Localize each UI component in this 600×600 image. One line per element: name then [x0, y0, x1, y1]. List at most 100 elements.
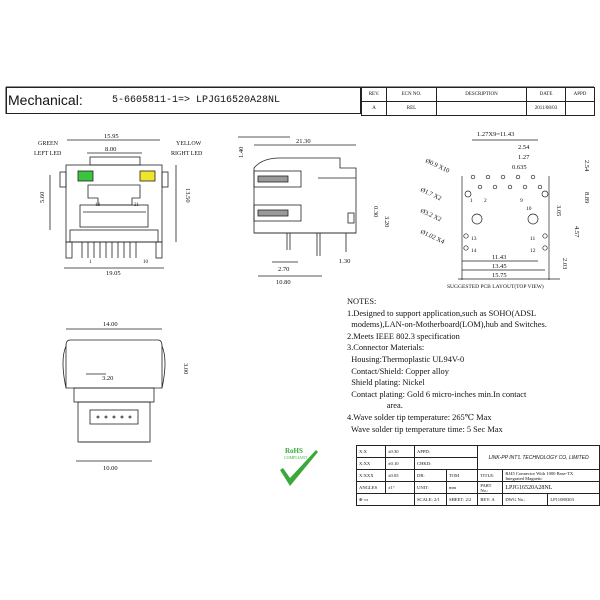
- pcb-dim-15-75: 15.75: [492, 272, 507, 279]
- dim-13-50: 13.50: [184, 188, 191, 203]
- tb-dwg-label: DWG No.:: [502, 493, 549, 506]
- front-view: GREEN LEFT LED YELLOW RIGHT LED 15.95 8.…: [34, 133, 203, 277]
- tb-tol-x-val: ±0.30: [385, 445, 415, 458]
- tb-tol-xxx-val: ±0.05: [385, 469, 415, 482]
- tb-dwg-no: LP11080303: [547, 493, 600, 506]
- label-left-led: LEFT LED: [34, 151, 62, 157]
- tb-tol-xx-val: ±0.10: [385, 457, 415, 470]
- led-green: [77, 170, 94, 182]
- notes-heading: NOTES:: [347, 297, 377, 306]
- tb-projection-symbol: ⊕ ▭: [356, 493, 415, 506]
- rohs-logo: RoHS COMPLIANT: [280, 447, 318, 486]
- pcb-pin-9: 9: [520, 198, 523, 204]
- bottom-view: 14.00 3.20 3.00 10.00: [62, 321, 189, 472]
- note-line: 3.Connector Materials:: [347, 343, 425, 353]
- dim-1-40: 1.40: [238, 147, 245, 158]
- pcb-dim-11-43: 11.43: [492, 254, 506, 261]
- tb-tol-xxx: X:XXX: [356, 469, 386, 482]
- tb-part-no: LPJG16520A28NL: [502, 481, 600, 494]
- pcb-pin-10: 10: [526, 206, 532, 212]
- dim-10-80: 10.80: [276, 279, 291, 286]
- tb-angles-val: ±1°: [385, 481, 415, 494]
- pcb-dim-3-05: 3.05: [555, 205, 562, 216]
- tb-unit: UNIT:: [414, 481, 447, 494]
- dim-1-30: 1.30: [339, 258, 350, 265]
- note-line: 2.Meets IEEE 802.3 specification: [347, 331, 460, 341]
- tb-scale-val: 2/1: [433, 497, 440, 502]
- hole-label-1-7: Ø1.7 X2: [419, 186, 442, 202]
- drawing-title: Mechanical:: [8, 92, 83, 108]
- dim-3-20-bottom: 3.20: [102, 375, 113, 382]
- dim-3-00: 3.00: [182, 363, 189, 374]
- tb-scale: SCALE: 2/1: [414, 493, 447, 506]
- tb-unit-val: mm: [445, 481, 479, 494]
- dim-3-20: 3.20: [383, 216, 390, 227]
- note-line: area.: [347, 401, 403, 411]
- tb-rev-label: REV:: [480, 497, 491, 502]
- pin-21: 21: [134, 203, 140, 208]
- side-view: 1.40 21.30 0.30 3.20 2.70 1.30 10.80: [238, 136, 390, 286]
- pcb-pin-12: 12: [530, 248, 536, 254]
- dim-5-60: 5.60: [39, 192, 46, 203]
- pcb-pin-1: 1: [470, 198, 473, 204]
- pcb-dim-1-27: 1.27: [518, 154, 530, 161]
- note-line: 4.Wave solder tip temperature: 265℃ Max: [347, 412, 492, 422]
- pcb-dim-2-03: 2.03: [561, 258, 568, 269]
- part-number: 5-6605811-1=> LPJG16520A28NL: [112, 95, 281, 106]
- tb-sheet-val: 2/2: [465, 497, 472, 502]
- pcb-layout: 1.27X9=11.43 2.54 1.27 0.635 2.54 8.89 3…: [419, 131, 590, 290]
- tb-part-no-label: PART No.:: [477, 481, 504, 494]
- note-line: Wave solder tip temperature time: 5 Sec …: [347, 424, 503, 434]
- dim-21-30: 21.30: [296, 138, 311, 145]
- dim-2-70: 2.70: [278, 266, 289, 273]
- tb-dr: DR:: [414, 469, 447, 482]
- tb-rev-val: A: [491, 497, 495, 502]
- rohs-label: RoHS: [285, 447, 303, 455]
- pin-18: 18: [95, 203, 101, 208]
- pcb-pin-13: 13: [471, 236, 477, 242]
- pcb-pin-2: 2: [484, 198, 487, 204]
- tb-title-line1: RJ45 Connector With 1000 Base-TX: [505, 470, 574, 476]
- tb-appd: APPD:: [413, 445, 479, 458]
- tb-tol-xx: X:XX: [356, 457, 386, 470]
- note-line: Housing:Thermoplastic UL94V-0: [347, 354, 465, 364]
- label-right-led: RIGHT LED: [171, 151, 203, 157]
- note-line: Contact/Shield: Copper alloy: [347, 366, 449, 376]
- title-block: X:X ±0.30 APPD: LINK-PP INT'L TECHNOLOGY…: [356, 445, 600, 506]
- pin-10: 10: [143, 260, 149, 265]
- pcb-dim-pitch: 1.27X9=11.43: [477, 131, 514, 138]
- note-line: Contact plating: Gold 6 micro-inches min…: [347, 389, 527, 399]
- dim-15-95: 15.95: [104, 133, 119, 140]
- dim-14-00: 14.00: [103, 321, 118, 328]
- dim-8-00: 8.00: [105, 146, 116, 153]
- notes-block: NOTES: 1.Designed to support application,…: [347, 296, 547, 435]
- note-line: 1.Designed to support application,such a…: [347, 308, 537, 318]
- tb-sheet-label: SHEET:: [448, 497, 465, 502]
- tb-tol-x: X:X: [356, 445, 386, 458]
- pcb-pin-14: 14: [471, 248, 477, 254]
- tb-title-label: TITLE:: [477, 469, 504, 482]
- pcb-dim-8-89: 8.89: [583, 192, 590, 203]
- rohs-compliant: COMPLIANT: [284, 455, 308, 460]
- note-line: Shield plating: Nickel: [347, 378, 425, 388]
- pcb-dim-2-54a: 2.54: [518, 144, 530, 151]
- pcb-dim-4-57: 4.57: [573, 226, 580, 238]
- revision-table: REV. ECN NO. DESCRIPTION DATE APPD A REL…: [361, 87, 595, 116]
- tb-angles: ANGLES: [356, 481, 386, 494]
- tb-title-line2: Integrated Magnetic: [505, 475, 543, 481]
- hole-label-0-9: Ø0.9 X10: [424, 157, 450, 174]
- rev-cell: REL: [386, 101, 437, 116]
- note-line: modems),LAN-on-Motherboard(LOM),hub and …: [347, 320, 547, 330]
- tb-chkd: CHKD:: [413, 457, 479, 470]
- pcb-caption: SUGGESTED PCB LAYOUT(TOP VIEW): [447, 283, 544, 290]
- dim-19-05: 19.05: [106, 270, 121, 277]
- label-green: GREEN: [38, 141, 59, 147]
- label-yellow: YELLOW: [176, 141, 202, 147]
- pin-1: 1: [89, 260, 92, 265]
- rev-cell: [565, 101, 595, 116]
- pcb-dim-2-54b: 2.54: [583, 160, 590, 172]
- tb-dr-val: TOM: [445, 469, 479, 482]
- hole-label-3-2: Ø3.2 X2: [419, 207, 442, 223]
